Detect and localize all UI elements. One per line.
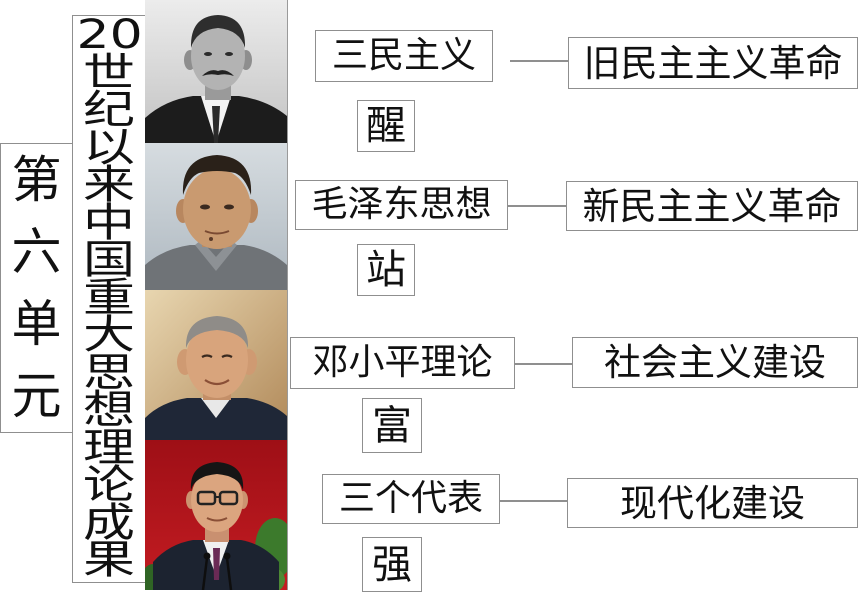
unit-label: 第六单元: [11, 151, 62, 425]
portrait-photo-3: [145, 290, 287, 440]
theory-box-4: 三个代表: [322, 474, 500, 524]
face: [191, 22, 245, 90]
result-box-4: 现代化建设: [567, 478, 858, 528]
eye: [225, 52, 233, 56]
eye: [224, 204, 234, 210]
connector-line-4: [500, 500, 567, 502]
shirt-collar: [201, 398, 231, 418]
unit-label-box: 第六单元: [0, 143, 73, 433]
connector-line-3: [515, 363, 572, 365]
keyword-box-2: 站: [357, 244, 415, 296]
jacket: [145, 398, 287, 440]
result-box-3: 社会主义建设: [572, 337, 858, 388]
title-box: 20世纪以来中国重大思想理论成果: [72, 15, 146, 583]
mouth: [204, 379, 230, 386]
theory-box-2: 毛泽东思想: [295, 180, 508, 230]
keyword-box-1: 醒: [357, 100, 415, 152]
hair: [190, 15, 246, 48]
mouth: [204, 230, 230, 235]
keyword-box-3: 富: [362, 398, 422, 453]
microphone-head: [203, 552, 211, 560]
mouth: [206, 517, 228, 522]
necktie: [213, 548, 220, 580]
theory-box-1: 三民主义: [315, 30, 493, 82]
microphone-stand: [201, 557, 209, 590]
connector-line-2: [508, 205, 566, 207]
page-title: 20世纪以来中国重大思想理论成果: [76, 12, 143, 583]
jacket-collar: [195, 240, 237, 271]
eye: [221, 354, 233, 358]
eye: [200, 204, 210, 210]
portrait-photo-4: [145, 440, 287, 590]
hair: [190, 462, 244, 490]
necktie: [212, 106, 220, 143]
connector-line-1: [510, 60, 568, 62]
face: [186, 322, 248, 398]
hair: [185, 316, 249, 348]
eye: [201, 354, 213, 358]
portrait-column: [145, 0, 288, 590]
face: [191, 468, 243, 532]
face: [183, 169, 251, 249]
microphone-stand: [225, 557, 233, 590]
theory-box-3: 邓小平理论: [290, 337, 515, 389]
hair: [182, 155, 252, 195]
portrait-photo-1: [145, 0, 287, 143]
eye: [204, 52, 212, 56]
result-box-1: 旧民主主义革命: [568, 37, 858, 89]
mustache: [202, 70, 234, 76]
microphone-head: [223, 552, 231, 560]
mole: [209, 237, 213, 241]
keyword-box-4: 强: [362, 537, 422, 592]
portrait-photo-2: [145, 143, 287, 290]
result-box-2: 新民主主义革命: [566, 181, 858, 231]
